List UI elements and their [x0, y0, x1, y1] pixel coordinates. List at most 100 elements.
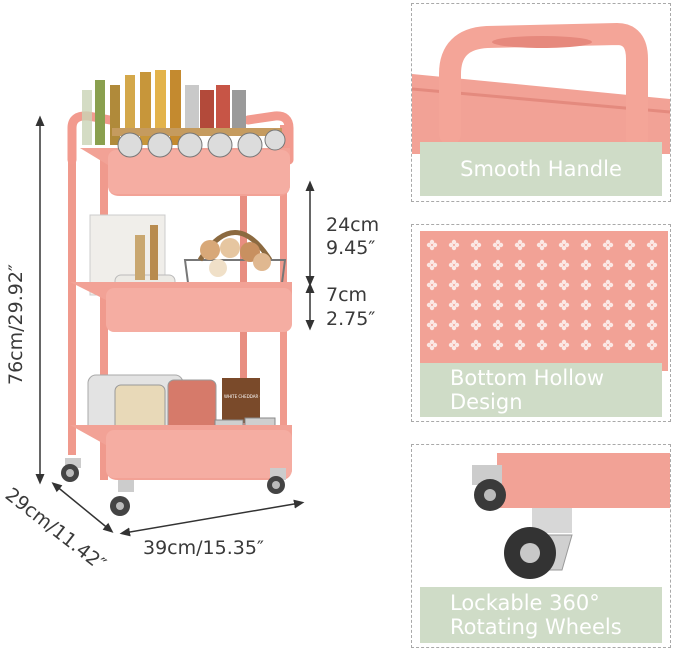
hollow-hole: [580, 282, 586, 288]
hollow-hole: [536, 262, 542, 268]
feature-caption-wheels-line1: Lockable 360°: [450, 591, 600, 615]
hollow-hole: [426, 302, 432, 308]
basket-depth-in-label: 2.75″: [326, 308, 375, 330]
chips-bag-label: WHITE CHEDDAR CHIPS: [224, 394, 272, 399]
hollow-hole: [539, 239, 545, 245]
hollow-hole: [476, 242, 482, 248]
hollow-hole: [451, 339, 457, 345]
hollow-hole: [514, 242, 520, 248]
hollow-hole: [536, 282, 542, 288]
wheels: [61, 458, 286, 516]
hollow-hole: [649, 339, 655, 345]
feature-panel-handle: Smooth Handle: [411, 3, 671, 202]
feature-caption-bottom: Bottom Hollow Design: [420, 363, 662, 417]
hollow-hole: [517, 339, 523, 345]
hollow-hole: [429, 305, 435, 311]
hollow-hole: [476, 302, 482, 308]
hollow-hole: [495, 339, 501, 345]
hollow-hole: [605, 259, 611, 265]
hollow-hole: [498, 302, 504, 308]
hollow-hole: [429, 345, 435, 351]
hollow-hole: [649, 245, 655, 251]
hollow-hole: [652, 262, 658, 268]
hollow-hole: [495, 259, 501, 265]
hollow-hole: [561, 339, 567, 345]
hollow-hole: [605, 305, 611, 311]
hollow-hole: [492, 282, 498, 288]
hollow-hole: [429, 285, 435, 291]
hollow-hole: [451, 305, 457, 311]
hollow-hole: [539, 279, 545, 285]
hollow-hole: [649, 285, 655, 291]
hollow-hole: [605, 279, 611, 285]
hollow-hole: [652, 242, 658, 248]
product-illustration: 76cm/29.92″ 29cm/11.42″ 39cm/15.35″ 24cm…: [1, 70, 379, 575]
hollow-hole: [432, 322, 438, 328]
hollow-hole: [429, 319, 435, 325]
hollow-hole: [624, 242, 630, 248]
hollow-hole: [583, 239, 589, 245]
hollow-hole: [649, 325, 655, 331]
hollow-hole: [539, 325, 545, 331]
hollow-hole: [498, 282, 504, 288]
hollow-hole: [627, 259, 633, 265]
width-dimension: 39cm/15.35″: [119, 499, 305, 559]
feature-panel-wheels: Lockable 360° Rotating Wheels: [411, 444, 671, 648]
hollow-hole: [514, 322, 520, 328]
hollow-hole: [451, 319, 457, 325]
hollow-hole: [473, 345, 479, 351]
hollow-hole: [649, 319, 655, 325]
basket-depth-dimension: 7cm 2.75″: [305, 282, 375, 331]
width-label: 39cm/15.35″: [143, 537, 264, 559]
hollow-hole: [429, 239, 435, 245]
hollow-hole: [649, 305, 655, 311]
hollow-hole: [429, 299, 435, 305]
hollow-hole: [520, 282, 526, 288]
hollow-hole: [583, 305, 589, 311]
hollow-hole: [649, 345, 655, 351]
hollow-hole: [451, 325, 457, 331]
hollow-hole: [586, 262, 592, 268]
hollow-hole: [514, 302, 520, 308]
hollow-hole: [627, 239, 633, 245]
feature-caption-wheels-line2: Rotating Wheels: [450, 615, 622, 639]
hollow-hole: [561, 259, 567, 265]
hollow-hole: [542, 242, 548, 248]
spice-jars: [82, 70, 286, 158]
hollow-hole: [602, 262, 608, 268]
hollow-hole: [583, 339, 589, 345]
hollow-hole: [608, 302, 614, 308]
hollow-hole: [627, 265, 633, 271]
hollow-hole: [649, 279, 655, 285]
hollow-hole: [536, 322, 542, 328]
hollow-hole: [608, 262, 614, 268]
hollow-hole: [454, 282, 460, 288]
hollow-hole: [495, 319, 501, 325]
hollow-hole: [473, 305, 479, 311]
hollow-hole: [564, 282, 570, 288]
hollow-hole: [448, 322, 454, 328]
hollow-hole: [627, 285, 633, 291]
bottom-closeup-image: [412, 225, 670, 421]
hollow-hole: [476, 282, 482, 288]
hollow-hole: [495, 299, 501, 305]
hollow-hole: [517, 279, 523, 285]
hollow-hole: [536, 342, 542, 348]
hollow-hole: [586, 322, 592, 328]
hollow-hole: [517, 245, 523, 251]
hollow-hole: [583, 245, 589, 251]
hollow-hole: [583, 325, 589, 331]
hollow-hole: [426, 322, 432, 328]
hollow-hole: [470, 302, 476, 308]
hollow-hole: [539, 265, 545, 271]
hollow-hole: [608, 322, 614, 328]
hollow-hole: [473, 239, 479, 245]
hollow-hole: [476, 262, 482, 268]
hollow-hole: [520, 262, 526, 268]
hollow-hole: [605, 285, 611, 291]
hollow-hole: [451, 239, 457, 245]
hollow-hole: [561, 279, 567, 285]
hollow-hole: [514, 282, 520, 288]
hollow-hole: [517, 259, 523, 265]
hollow-hole: [539, 245, 545, 251]
